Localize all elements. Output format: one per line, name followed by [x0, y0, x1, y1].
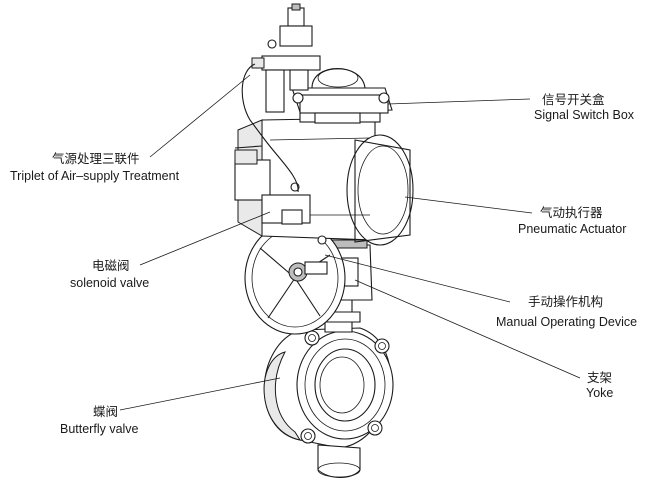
signal-switch-box: [291, 68, 393, 124]
butterfly-valve-body: [263, 299, 394, 479]
label-pneumatic-actuator-en: Pneumatic Actuator: [518, 222, 626, 236]
label-air-supply-triplet: 气源处理三联件 Triplet of Air–supply Treatment: [10, 151, 180, 183]
label-pneumatic-actuator-zh: 气动执行器: [540, 205, 603, 220]
label-signal-switch-box: 信号开关盒 Signal Switch Box: [534, 92, 635, 122]
solenoid-valve: [234, 149, 327, 245]
label-manual-operating-device: 手动操作机构 Manual Operating Device: [496, 294, 637, 329]
label-yoke-zh: 支架: [587, 371, 612, 385]
label-air-supply-triplet-en: Triplet of Air–supply Treatment: [10, 169, 180, 183]
leader-air-supply-triplet: [149, 74, 251, 158]
label-signal-switch-box-en: Signal Switch Box: [534, 108, 635, 122]
label-manual-operating-device-zh: 手动操作机构: [528, 294, 603, 309]
leader-solenoid-valve: [139, 211, 271, 266]
leader-lines: [119, 74, 581, 411]
label-solenoid-valve-en: solenoid valve: [70, 276, 149, 290]
label-solenoid-valve-zh: 电磁阀: [92, 258, 130, 273]
label-yoke-en: Yoke: [586, 386, 613, 400]
leader-yoke: [354, 279, 581, 379]
label-manual-operating-device-en: Manual Operating Device: [496, 315, 637, 329]
label-air-supply-triplet-zh: 气源处理三联件: [52, 151, 140, 166]
label-solenoid-valve: 电磁阀 solenoid valve: [70, 258, 149, 290]
label-pneumatic-actuator: 气动执行器 Pneumatic Actuator: [518, 205, 626, 236]
leader-butterfly-valve: [119, 377, 281, 411]
air-supply-triplet: [241, 3, 321, 193]
leader-signal-switch-box: [387, 98, 531, 105]
label-butterfly-valve: 蝶阀 Butterfly valve: [60, 404, 139, 436]
label-yoke: 支架 Yoke: [586, 371, 613, 400]
label-butterfly-valve-zh: 蝶阀: [93, 404, 118, 419]
leader-manual-operating-device: [324, 254, 511, 303]
label-signal-switch-box-zh: 信号开关盒: [542, 92, 605, 107]
leader-pneumatic-actuator: [404, 196, 533, 214]
label-butterfly-valve-en: Butterfly valve: [60, 422, 139, 436]
